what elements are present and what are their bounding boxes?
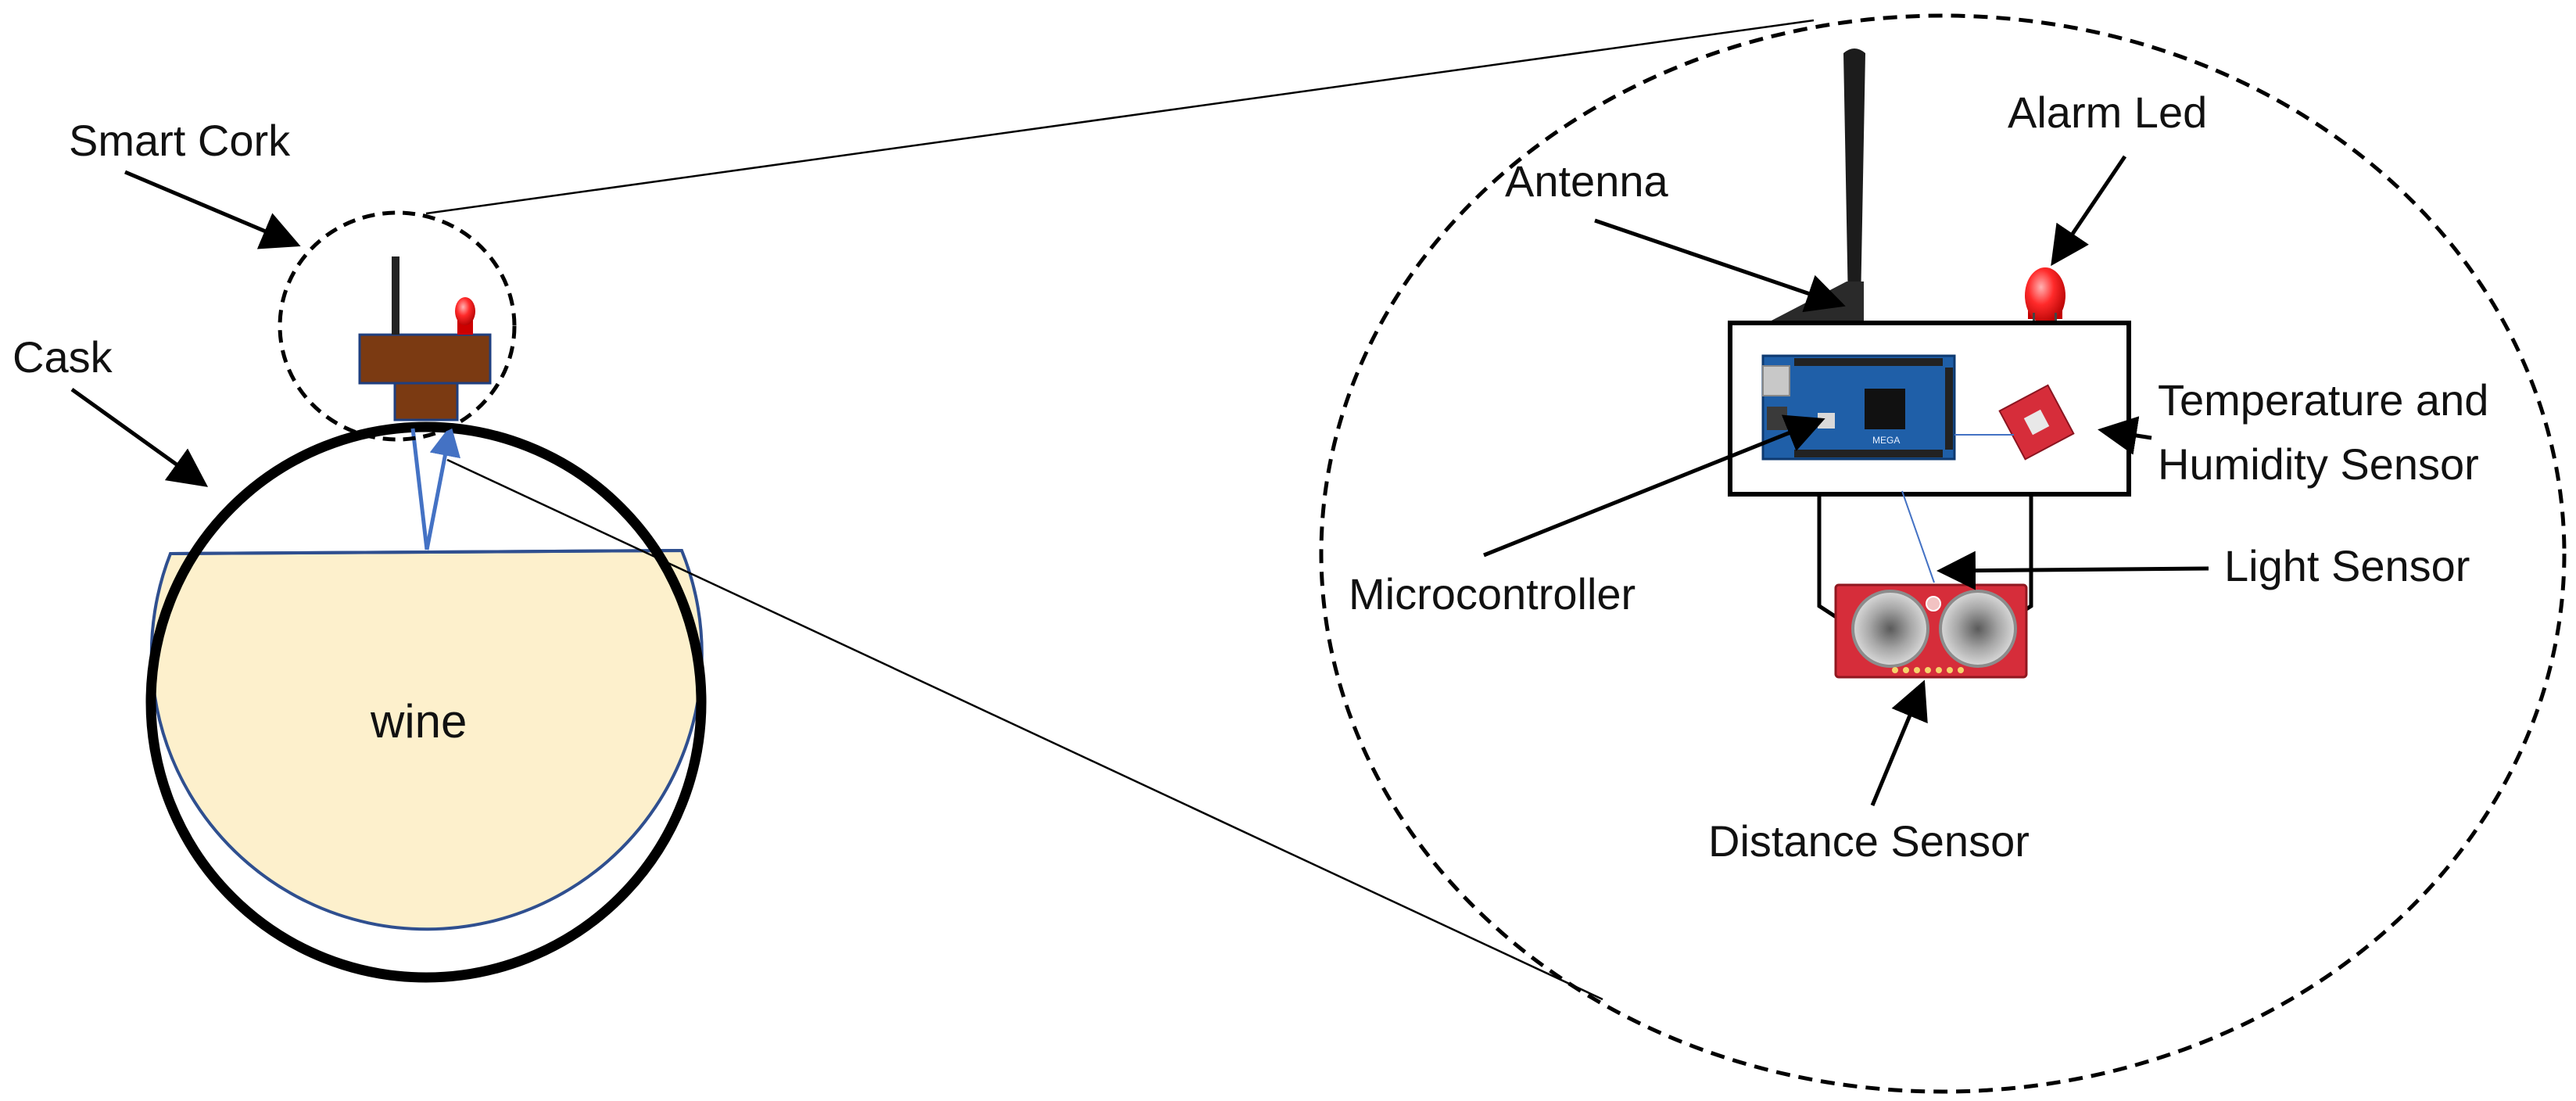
cask-arrow — [70, 387, 209, 487]
light-sensor-label: Light Sensor — [2224, 541, 2470, 590]
microcontroller-board: MEGA — [1761, 354, 1956, 461]
cork-lower — [393, 379, 459, 421]
zoom-detail-circle — [1319, 13, 2567, 1094]
light-sensor-arrow — [1936, 550, 2209, 590]
temperature-humidity-board — [1998, 384, 2075, 461]
alarm-led-label: Alarm Led — [2008, 88, 2208, 137]
smart-cork-label: Smart Cork — [69, 116, 291, 165]
zoom-line-top — [425, 19, 1815, 215]
smart-cork-arrow — [124, 170, 301, 249]
wine-surface-line — [170, 549, 683, 555]
zoom-source-circle — [278, 210, 517, 442]
antenna-arrow — [1594, 218, 1846, 313]
temperature-humidity-arrow — [2098, 416, 2152, 455]
distance-sensor-board — [1834, 583, 2028, 679]
alarm-led — [2025, 267, 2065, 324]
cork-antenna — [392, 256, 399, 335]
cork-alarm-led — [455, 297, 475, 335]
temperature-humidity-label-line2: Humidity Sensor — [2158, 439, 2479, 489]
zoom-line-bottom — [446, 458, 1603, 1001]
cask — [145, 421, 707, 983]
smart-cork — [358, 256, 492, 421]
distance-sensor-label: Distance Sensor — [1708, 816, 2030, 866]
distance-sensor-arrow — [1870, 680, 1928, 806]
cask-label: Cask — [13, 332, 113, 382]
wine-label: wine — [371, 695, 468, 748]
antenna-label: Antenna — [1505, 156, 1668, 206]
microcontroller-arrow — [1483, 414, 1825, 558]
antenna — [1768, 48, 1865, 322]
alarm-led-arrow — [2051, 155, 2127, 267]
temperature-humidity-label-line1: Temperature and — [2158, 375, 2489, 425]
cask-outline — [145, 421, 707, 983]
svg-text:MEGA: MEGA — [1872, 435, 1900, 446]
microcontroller-label: Microcontroller — [1349, 569, 1636, 619]
cork-upper — [358, 333, 492, 385]
ultrasonic-signal — [410, 425, 460, 550]
